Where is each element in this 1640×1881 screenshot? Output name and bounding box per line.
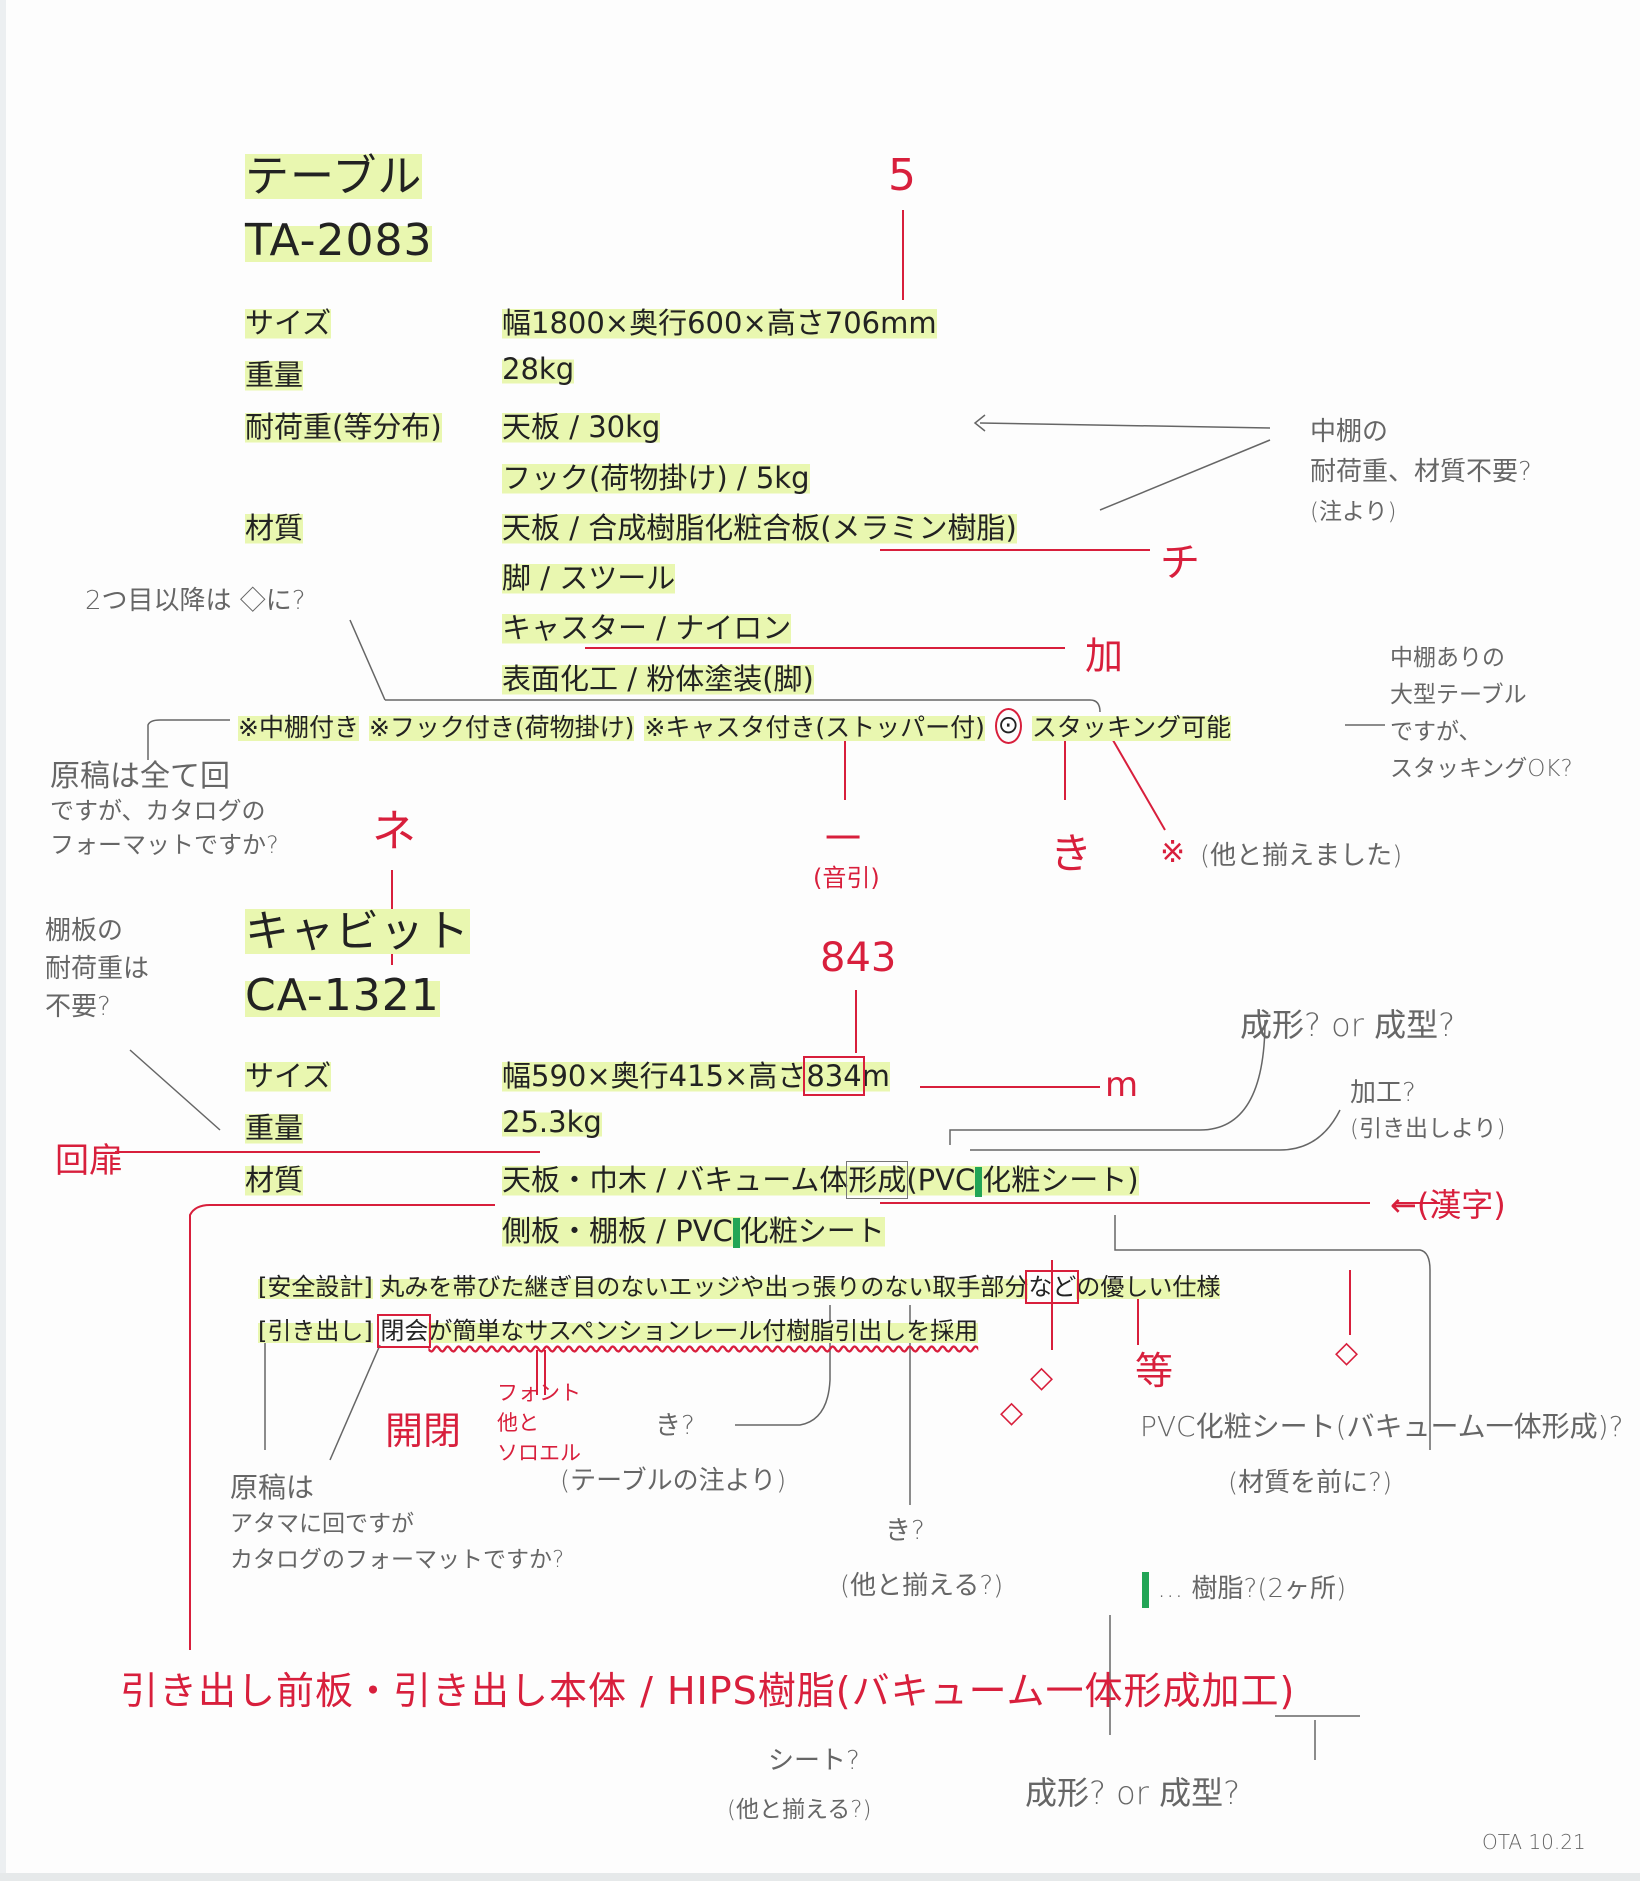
- note-ki-1-sub: (テーブルの注より): [560, 1466, 787, 1496]
- table-feature-notes: ※中棚付き ※フック付き(荷物掛け) ※キャスタ付き(ストッパー付) ⊙ スタッ…: [238, 708, 1232, 744]
- signature: OTA 10.21: [1482, 1830, 1586, 1854]
- note-molding: 成形? or 成型?: [1240, 1006, 1456, 1044]
- table-title: テーブル: [245, 140, 423, 204]
- table-weight-value: 28kg: [502, 352, 575, 386]
- correction-choon: 一: [825, 819, 862, 860]
- note-molding-2: 成形? or 成型?: [1025, 1774, 1241, 1812]
- note-ki-2-sub: (他と揃える?): [840, 1571, 1004, 1601]
- correction-ka: 加: [1085, 634, 1124, 678]
- cabinet-size-value: 幅590×奥行415×高さ834m: [502, 1053, 890, 1096]
- correction-tou: 等: [1135, 1349, 1174, 1393]
- note-ki-1: き?: [655, 1411, 695, 1441]
- scan-bottom-edge: [0, 1873, 1640, 1881]
- correction-choon-note: (音引): [813, 864, 880, 892]
- cabinet-size-label: サイズ: [245, 1053, 332, 1095]
- note-ki-2: き?: [885, 1516, 925, 1546]
- note-processing: 加工? (引き出しより): [1350, 1078, 1506, 1142]
- correction-ki: き: [1050, 829, 1093, 878]
- feature-note: ※中棚付き: [238, 708, 359, 744]
- note-pvc-sub: (材質を前に?): [1228, 1468, 1393, 1498]
- table-size-value: 幅1800×奥行600×高さ706mm: [502, 300, 937, 342]
- note-pvc: PVC化粧シート(バキューム一体形成)?: [1140, 1410, 1624, 1443]
- feature-row: [引き出し] 閉会が簡単なサスペンションレール付樹脂引出しを採用: [258, 1314, 979, 1348]
- note-kome-aligned: (他と揃えました): [1200, 841, 1403, 871]
- green-marker-icon: [1142, 1571, 1149, 1608]
- cabinet-title: キャビット: [245, 895, 470, 959]
- kome-mark: ※: [1160, 835, 1186, 870]
- correction-m: m: [1105, 1065, 1139, 1105]
- correction-chi: チ: [1160, 540, 1200, 586]
- table-size-label: サイズ: [245, 300, 332, 342]
- table-material-value: 天板 / 合成樹脂化粧合板(メラミン樹脂): [502, 505, 1017, 547]
- cabinet-features: [安全設計] 丸みを帯びた継ぎ目のないエッジや出っ張りのない取手部分などの優しい…: [258, 1265, 1221, 1353]
- scan-left-edge: [0, 0, 6, 1881]
- note-original-head: 原稿は アタマに回ですが カタログのフォーマットですか?: [230, 1471, 565, 1573]
- table-load-label: 耐荷重(等分布): [245, 404, 442, 446]
- table-material-value: キャスター / ナイロン: [502, 605, 792, 647]
- cabinet-model-number: CA-1321: [245, 970, 440, 1021]
- table-material-value: 表面化工 / 粉体塗装(脚): [502, 656, 814, 698]
- cabinet-material-label: 材質: [245, 1157, 304, 1199]
- table-weight-label: 重量: [245, 352, 304, 394]
- cabinet-weight-label: 重量: [245, 1105, 304, 1147]
- inserted-drawer-material-line: 引き出し前板・引き出し本体 / HIPS樹脂(バキューム一体形成加工): [120, 1669, 1296, 1713]
- feature-row: [安全設計] 丸みを帯びた継ぎ目のないエッジや出っ張りのない取手部分などの優しい…: [258, 1270, 1221, 1304]
- feature-note: スタッキング可能: [1031, 708, 1232, 744]
- table-load-value: 天板 / 30kg: [502, 404, 661, 446]
- correction-ne: ネ: [372, 806, 416, 857]
- correction-hira: ◇: [1335, 1335, 1359, 1370]
- table-load-value: フック(荷物掛け) / 5kg: [502, 455, 810, 497]
- cabinet-weight-value: 25.3kg: [502, 1105, 602, 1139]
- table-material-label: 材質: [245, 505, 304, 547]
- correction-hira: ◇: [1030, 1360, 1054, 1395]
- correction-kaihei: 開閉: [385, 1409, 462, 1453]
- note-middle-shelf: 中棚の 耐荷重、材質不要? (注より): [1310, 417, 1532, 525]
- note-large-table: 中棚ありの 大型テーブル ですが、 スタッキングOK?: [1390, 645, 1573, 782]
- note-original-all: 原稿は全て回 ですが、カタログの フォーマットですか?: [50, 759, 279, 860]
- correction-843: 843: [820, 935, 897, 981]
- correction-5: 5: [888, 150, 916, 201]
- table-model-number: TA-2083: [245, 215, 433, 266]
- correction-kaihi: 回扉: [55, 1141, 123, 1181]
- feature-note: ※フック付き(荷物掛け): [368, 708, 635, 744]
- note-sheet: シート?: [768, 1746, 860, 1776]
- note-sheet-sub: (他と揃える?): [727, 1797, 872, 1823]
- green-marker-icon: [975, 1167, 983, 1197]
- table-material-value: 脚 / スツール: [502, 555, 676, 597]
- correction-hira: ◇: [1000, 1395, 1024, 1430]
- note-second-onward: 2つ目以降は ◇に?: [85, 586, 306, 616]
- correction-font: フォント 他と ソロエル: [497, 1381, 581, 1465]
- size-height-number: 834: [803, 1056, 865, 1096]
- correction-kanji: ←(漢字): [1390, 1186, 1506, 1224]
- green-marker-icon: [732, 1218, 740, 1248]
- resin-legend: … 樹脂?(2ヶ所): [1142, 1568, 1346, 1608]
- note-shelf-load: 棚板の 耐荷重は 不要?: [45, 916, 150, 1022]
- circle-dot-icon: ⊙: [994, 708, 1022, 744]
- feature-note: ※キャスタ付き(ストッパー付): [644, 708, 985, 744]
